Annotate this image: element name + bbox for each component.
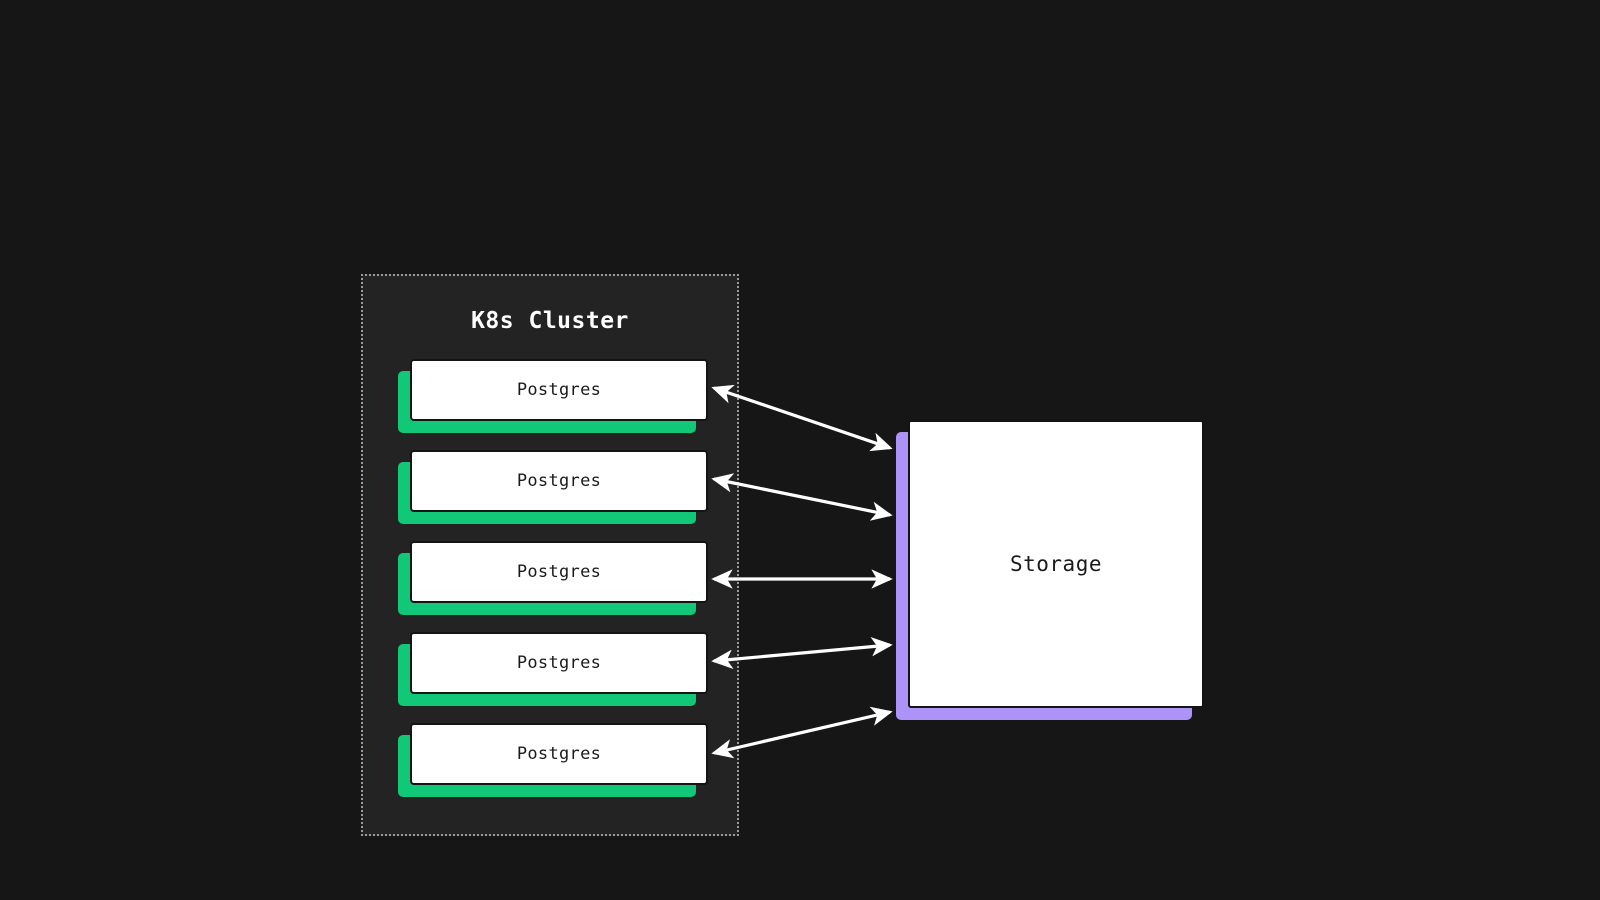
connector-arrow-4: [711, 637, 893, 669]
storage-face[interactable]: Storage: [908, 420, 1204, 708]
node-label: Postgres: [516, 379, 602, 400]
postgres-node-4[interactable]: Postgres: [398, 632, 708, 706]
storage-label: Storage: [1009, 551, 1102, 576]
node-face[interactable]: Postgres: [410, 632, 708, 694]
connector-arrow-2: [711, 473, 893, 521]
node-label: Postgres: [516, 652, 602, 673]
node-label: Postgres: [516, 561, 602, 582]
postgres-node-1[interactable]: Postgres: [398, 359, 708, 433]
postgres-node-2[interactable]: Postgres: [398, 450, 708, 524]
storage-node[interactable]: Storage: [896, 420, 1204, 720]
postgres-node-5[interactable]: Postgres: [398, 723, 708, 797]
node-label: Postgres: [516, 743, 602, 764]
node-face[interactable]: Postgres: [410, 359, 708, 421]
connector-arrow-5: [711, 706, 893, 759]
node-label: Postgres: [516, 470, 602, 491]
connector-arrow-1: [711, 384, 893, 452]
node-face[interactable]: Postgres: [410, 723, 708, 785]
cluster-title: K8s Cluster: [471, 308, 629, 334]
k8s-cluster-group[interactable]: K8s Cluster Postgres Postgres Postgres: [361, 274, 739, 836]
node-face[interactable]: Postgres: [410, 450, 708, 512]
node-face[interactable]: Postgres: [410, 541, 708, 603]
postgres-node-3[interactable]: Postgres: [398, 541, 708, 615]
